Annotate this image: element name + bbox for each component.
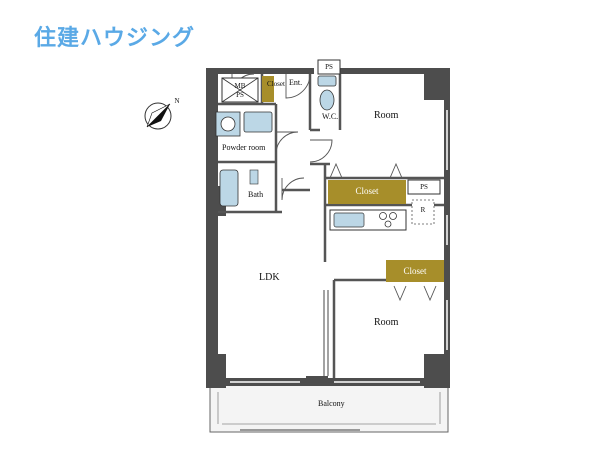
compass-icon [144,102,172,130]
sliding-door [323,290,329,376]
closet-top-label: Closet [355,186,379,196]
mb-ps-label: PS [236,91,244,99]
bath-label: Bath [248,190,264,199]
closet-bottom-label: Closet [403,266,427,276]
entrance-closet-label: Closet [267,80,285,88]
entrance-label: Ent. [289,78,303,87]
ps-right-shaft [407,179,441,195]
mb-label: MB [234,82,246,90]
balcony [209,383,449,433]
compass-north-label: N [174,97,180,105]
powder-room-label: Powder room [222,143,266,152]
ps-top-label: PS [325,63,333,71]
windows [230,110,448,383]
ps-top-shaft [317,59,341,75]
brand-logo: 住建ハウジング [34,26,196,51]
ldk-label: LDK [259,272,280,283]
room-label-top: Room [374,110,399,121]
kitchen-counter [329,209,407,231]
wc-label: W.C. [322,112,339,121]
ps-right-label: PS [420,183,428,191]
sink-icon [243,111,273,133]
toilet-icon [317,75,337,111]
fridge-label: R [420,206,426,214]
fridge-space [411,199,435,225]
closet-bottom [386,260,444,282]
room-label-bottom: Room [374,317,399,328]
bathtub-icon [219,169,259,207]
mb-ps-shaft [221,77,259,103]
washing-machine-icon [215,111,241,137]
closet-top [328,180,406,204]
door-swings [231,73,437,302]
balcony-label: Balcony [318,399,345,408]
entrance-closet [262,76,274,102]
